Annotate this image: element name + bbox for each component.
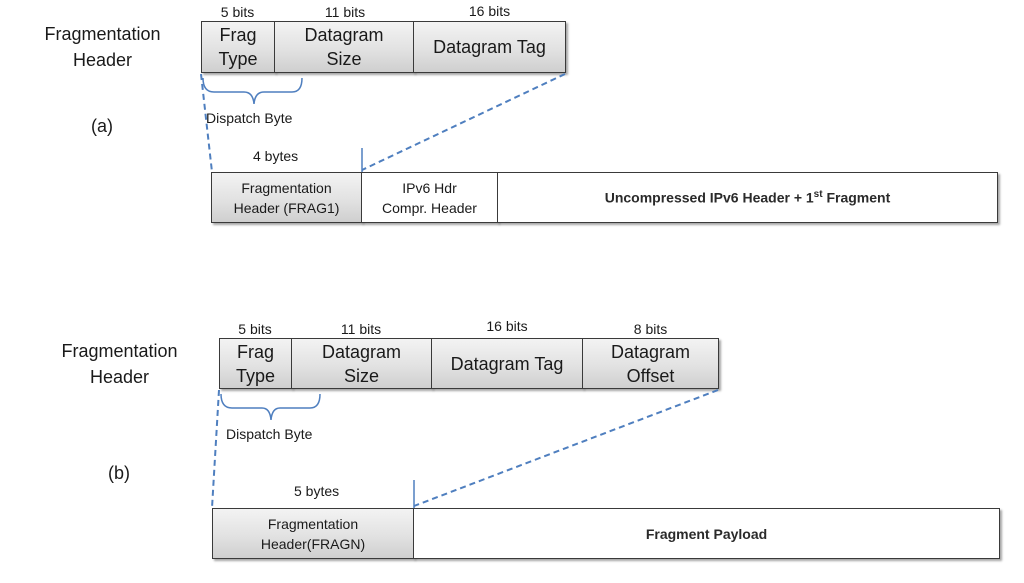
label-line2: Header (89, 367, 150, 387)
uncompressed-text-pre: Uncompressed IPv6 Header + 1 (604, 189, 814, 206)
fragment-payload-cell: Fragment Payload (413, 508, 1000, 559)
ipv6-hdr-line1: IPv6 Hdr (402, 179, 457, 196)
size-label-b: 5 bytes (294, 483, 340, 499)
uncompressed-text-post: Fragment (822, 189, 891, 206)
datagram-tag-text: Datagram Tag (450, 353, 564, 374)
dispatch-byte-label-b: Dispatch Byte (226, 426, 313, 442)
datagram-size-line2: Size (326, 49, 362, 69)
datagram-size-line1: Datagram (304, 25, 384, 45)
bits-label-datagram-offset-b: 8 bits (633, 321, 668, 337)
datagram-size-line2: Size (343, 365, 379, 386)
bits-label-datagram-size-b: 11 bits (340, 321, 382, 337)
dispatch-brace-a (202, 77, 303, 105)
fragn-line2: Header(FRAGN) (260, 535, 366, 552)
datagram-size-line1: Datagram (321, 341, 402, 362)
fragmentation-header-label-a: Fragmentation Header (30, 21, 175, 73)
section-label-a: (a) (91, 116, 113, 136)
size-label-a: 4 bytes (253, 148, 299, 164)
frag-type-line2: Type (218, 49, 258, 69)
frag-type-line1: Frag (236, 341, 274, 362)
frag-type-line1: Frag (219, 25, 257, 45)
fragment-payload-text: Fragment Payload (645, 525, 768, 542)
datagram-tag-field-a: Datagram Tag (413, 21, 566, 73)
frag1-line2: Header (FRAG1) (233, 199, 340, 216)
dashed-line-left-a (200, 73, 213, 173)
label-line1: Fragmentation (44, 24, 161, 44)
label-line1: Fragmentation (61, 341, 178, 361)
label-line2: Header (72, 50, 133, 70)
uncompressed-text-sup: st (813, 189, 823, 201)
section-label-b: (b) (108, 463, 130, 483)
frag1-line1: Fragmentation (241, 179, 332, 196)
ipv6-hdr-line2: Compr. Header (382, 199, 477, 216)
uncompressed-ipv6-cell: Uncompressed IPv6 Header + 1st Fragment (497, 172, 998, 223)
dispatch-byte-label-a: Dispatch Byte (206, 110, 293, 126)
datagram-offset-line1: Datagram (610, 341, 691, 362)
fragmentation-header-label-b: Fragmentation Header (47, 338, 192, 390)
dashed-line-right-b (413, 389, 719, 507)
bits-label-datagram-tag-a: 16 bits (468, 3, 511, 19)
fragn-line1: Fragmentation (267, 515, 359, 532)
bits-label-frag-type-a: 5 bits (220, 4, 255, 20)
bits-label-frag-type-b: 5 bits (238, 321, 272, 337)
datagram-tag-field-b: Datagram Tag (431, 338, 583, 389)
frag-type-line2: Type (235, 365, 276, 386)
datagram-tag-text: Datagram Tag (433, 37, 546, 57)
bits-label-datagram-tag-b: 16 bits (486, 318, 528, 334)
datagram-offset-line2: Offset (626, 365, 675, 386)
dispatch-brace-b (220, 393, 321, 421)
dashed-line-left-b (211, 389, 220, 509)
uncompressed-ipv6-text: Uncompressed IPv6 Header + 1st Fragment (605, 189, 891, 206)
bits-label-datagram-size-a: 11 bits (324, 4, 366, 20)
dashed-line-right-a (361, 73, 566, 171)
